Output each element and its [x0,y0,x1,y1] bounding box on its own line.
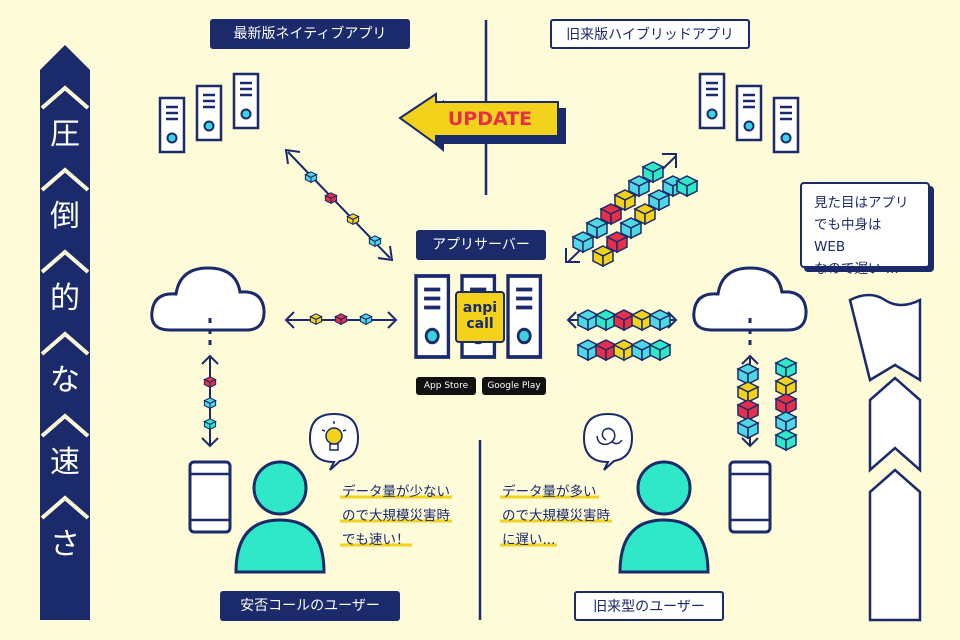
anpicall-logo: anpi call [456,300,504,332]
heavy-data-cubes-top [571,161,699,268]
title-char-1: 圧 [50,117,80,152]
title-char-3: 的 [50,281,80,316]
right-arrow-banner [848,293,922,622]
app-store-badge[interactable]: App Store [416,377,476,395]
native-servers-icon [158,72,260,154]
title-char-4: な [50,363,80,398]
native-note-line-2: ので大規模災害時 [340,508,452,524]
title-char-5: 速 [50,445,80,480]
user-left-icon [234,460,326,574]
title-char-2: 倒 [50,199,80,234]
cloud-left-icon [150,266,266,346]
legacy-note-line-2: ので大規模災害時 [500,508,612,524]
heavy-data-cubes-right [736,357,798,452]
title-char-6: さ [50,527,80,562]
google-play-badge[interactable]: Google Play [482,377,546,395]
heavy-data-cubes-middle [576,309,672,362]
speech-line-2: でも中身は WEB [814,217,882,255]
phone-left-icon [188,460,232,534]
lightbulb-icon [308,412,360,471]
legacy-user-label: 旧来型のユーザー [574,591,724,621]
speech-line-3: なので遅い ... [814,261,899,277]
app-server-label: アプリサーバー [416,230,546,260]
anpi-user-label: 安否コールのユーザー [220,591,400,621]
speech-line-1: 見た目はアプリ [814,195,909,211]
app-server-icon [414,274,543,359]
cloud-right-icon [692,266,808,346]
hybrid-app-label: 旧来版ハイブリッドアプリ [550,19,750,49]
cloud-server-arrow-left [284,311,398,329]
logo-line-2: call [466,316,494,332]
phone-right-icon [728,460,772,534]
hybrid-servers-icon [698,72,800,154]
native-speed-note: データ量が少ない ので大規模災害時 でも速い！ [340,480,452,552]
native-app-label: 最新版ネイティブアプリ [210,19,410,49]
user-right-icon [618,460,710,574]
native-note-line-1: データ量が少ない [340,484,452,500]
native-note-line-3: でも速い！ [340,532,412,548]
hybrid-explanation-box: 見た目はアプリ でも中身は WEB なので遅い ... [800,182,930,277]
banner-chevrons [40,85,90,520]
update-label: UPDATE [447,108,533,130]
legacy-note-line-1: データ量が多い [500,484,599,500]
legacy-speed-note: データ量が多い ので大規模災害時 に遅い... [500,480,612,552]
spiral-icon [582,412,634,471]
legacy-note-line-3: に遅い... [500,532,558,548]
phone-cloud-arrow-left [201,354,219,448]
logo-line-1: anpi [462,300,498,316]
update-arrow [398,92,566,152]
